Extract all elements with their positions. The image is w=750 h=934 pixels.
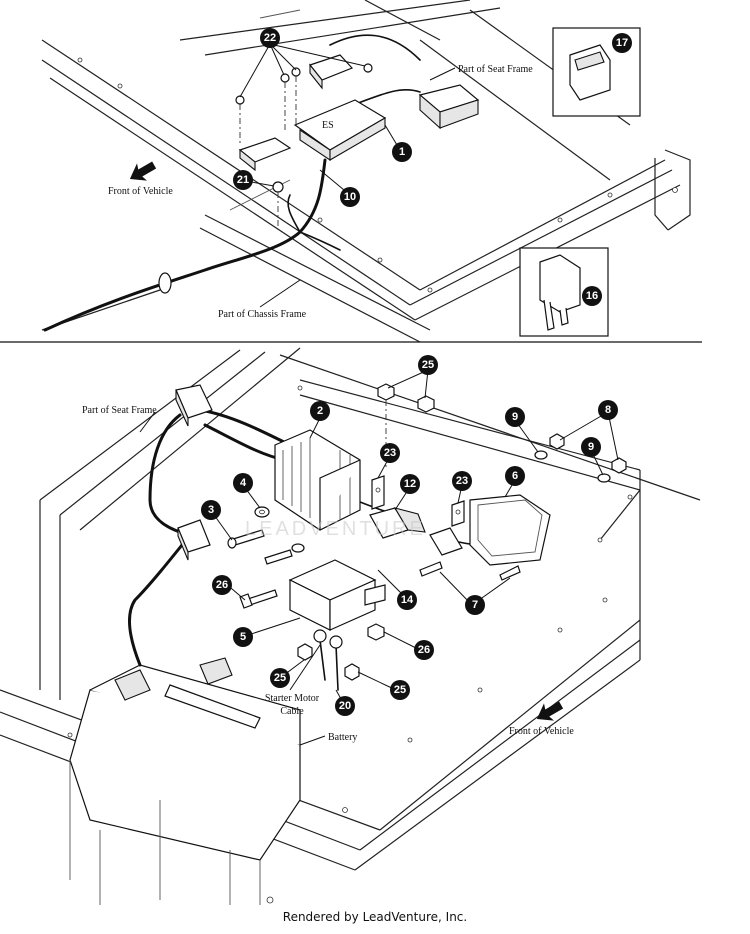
screw-21: [272, 181, 284, 230]
screw-3: [227, 529, 265, 549]
svg-text:9: 9: [588, 441, 594, 453]
callout-8: 8: [598, 400, 618, 420]
watermark: LEADVENTURE: [245, 518, 426, 540]
footer-credit: Rendered by LeadVenture, Inc.: [282, 910, 468, 924]
seat-frame-bottom: [0, 347, 701, 871]
svg-text:25: 25: [274, 672, 286, 684]
callout-22: 22: [260, 28, 280, 48]
nut-26-right: [367, 623, 385, 641]
callout-23-right: 23: [452, 471, 472, 491]
svg-text:23: 23: [384, 447, 396, 459]
voltage-regulator: [274, 429, 361, 531]
callout-26-left: 26: [212, 575, 232, 595]
washers-9: [534, 450, 611, 483]
svg-text:2: 2: [317, 405, 323, 417]
seat-harness-wire: [148, 413, 192, 537]
callout-25-left: 25: [270, 668, 290, 688]
top-harness-branch: [287, 194, 341, 251]
svg-text:6: 6: [512, 470, 518, 482]
callout-7: 7: [465, 595, 485, 615]
callout-16: 16: [582, 286, 602, 306]
callout-25-top: 25: [418, 355, 438, 375]
top-view: ES: [41, 0, 691, 343]
svg-text:5: 5: [240, 631, 246, 643]
top-harness-upper: [329, 34, 421, 111]
svg-text:25: 25: [394, 684, 406, 696]
svg-text:10: 10: [344, 191, 356, 203]
callout-10: 10: [340, 187, 360, 207]
bracket-23-left: [371, 475, 385, 510]
label-front-vehicle-top: Front of Vehicle: [108, 186, 173, 197]
callout-9-right: 9: [581, 437, 601, 457]
harness-connector-top: [175, 384, 213, 427]
callout-20: 20: [335, 696, 355, 716]
screws-22: [235, 63, 373, 145]
label-seat-frame-bottom: Part of Seat Frame: [82, 405, 157, 416]
svg-text:23: 23: [456, 475, 468, 487]
wire-clamp: [158, 272, 172, 294]
callout-6: 6: [505, 466, 525, 486]
svg-text:12: 12: [404, 478, 416, 490]
screw-lower: [264, 543, 305, 565]
svg-text:26: 26: [418, 644, 430, 656]
svg-text:1: 1: [399, 146, 405, 158]
svg-text:17: 17: [616, 37, 628, 49]
harness-connector-3: [177, 519, 211, 561]
callout-12: 12: [400, 474, 420, 494]
bottom-view: LEADVENTURE Part of Seat Frame Starter M…: [0, 347, 701, 905]
svg-text:20: 20: [339, 700, 351, 712]
seat-frame-top: [41, 0, 691, 321]
connector-right: [418, 84, 480, 130]
connector-12: [369, 507, 426, 539]
label-chassis-frame: Part of Chassis Frame: [218, 309, 307, 320]
svg-text:8: 8: [605, 404, 611, 416]
svg-text:25: 25: [422, 359, 434, 371]
svg-text:22: 22: [264, 32, 276, 44]
label-starter-cable-2: Cable: [280, 706, 304, 717]
starter-solenoid: [288, 559, 386, 631]
ring-terminals: [297, 629, 360, 691]
callout-17: 17: [612, 33, 632, 53]
module-6: [469, 494, 551, 566]
svg-text:3: 3: [208, 504, 214, 516]
bracket-23-right: [451, 500, 465, 527]
front-arrow-top: [129, 161, 157, 181]
label-starter-cable-1: Starter Motor: [265, 693, 320, 704]
callout-9-left: 9: [505, 407, 525, 427]
svg-text:7: 7: [472, 599, 478, 611]
multi-connector-left: [238, 137, 292, 172]
callout-26-right: 26: [414, 640, 434, 660]
relay-upper: [308, 54, 354, 90]
fuse-block-assembly: ES: [293, 99, 387, 162]
callout-1: 1: [392, 142, 412, 162]
battery-cable: [128, 533, 192, 667]
callout-23-left: 23: [380, 443, 400, 463]
label-seat-frame-top: Part of Seat Frame: [458, 64, 533, 75]
front-arrow-bottom: [536, 701, 564, 721]
callout-5: 5: [233, 627, 253, 647]
callout-14: 14: [397, 590, 417, 610]
label-front-vehicle-bottom: Front of Vehicle: [509, 726, 574, 737]
battery: [69, 657, 301, 905]
callout-21: 21: [233, 170, 253, 190]
svg-text:16: 16: [586, 290, 598, 302]
bolt-26-left: [239, 589, 278, 609]
svg-text:14: 14: [401, 594, 414, 606]
callout-2: 2: [310, 401, 330, 421]
nuts-8: [549, 433, 627, 474]
svg-text:4: 4: [240, 477, 247, 489]
svg-text:9: 9: [512, 411, 518, 423]
svg-text:26: 26: [216, 579, 228, 591]
svg-text:ES: ES: [322, 120, 334, 131]
callout-4: 4: [233, 473, 253, 493]
screws-7: [419, 561, 521, 581]
callout-25-right: 25: [390, 680, 410, 700]
connector-near-module: [429, 527, 463, 556]
svg-text:21: 21: [237, 174, 249, 186]
callout-3: 3: [201, 500, 221, 520]
top-harness-wire: [43, 158, 327, 332]
label-battery: Battery: [328, 732, 357, 743]
washer-4: [254, 506, 270, 518]
